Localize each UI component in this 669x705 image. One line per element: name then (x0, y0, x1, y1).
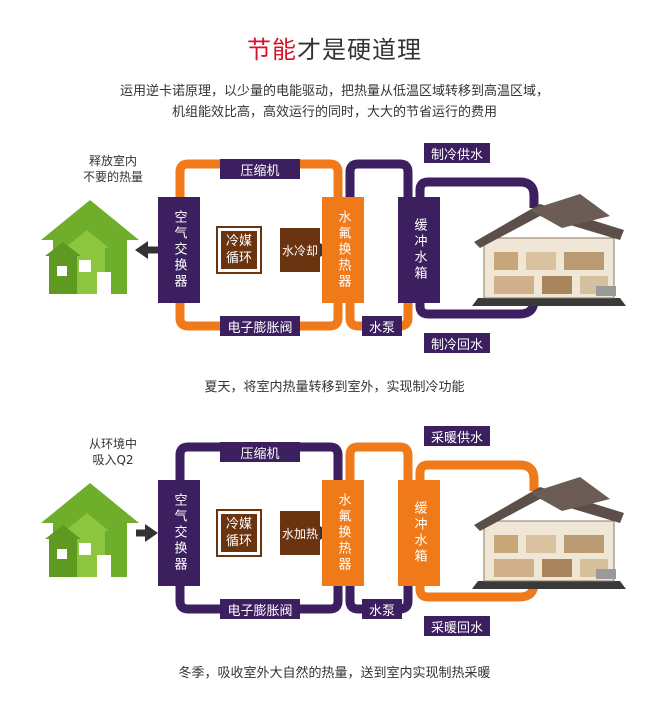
winter-left-label-1: 从环境中 (88, 437, 137, 451)
winter-return-label: 采暖回水 (424, 616, 490, 636)
summer-diagram: 释放室内 不要的热量 空气交换器 压缩机 电子膨胀阀 冷媒循环 水冷却 水氟换热… (0, 143, 669, 365)
winter-left-label: 从环境中 吸入Q2 (68, 436, 158, 468)
summer-compressor: 压缩机 (220, 159, 300, 179)
summer-expansion-valve: 电子膨胀阀 (220, 316, 300, 336)
page-title: 节能才是硬道理 (0, 30, 669, 65)
winter-air-exchanger: 空气交换器 (158, 480, 200, 586)
winter-villa-icon (472, 477, 626, 589)
winter-caption: 冬季，吸收室外大自然的热量，送到室内实现制热采暖 (178, 666, 491, 681)
summer-water-cooling: 水冷却 (280, 228, 320, 272)
summer-left-label-1: 释放室内 (88, 154, 137, 168)
subtitle-line-1: 运用逆卡诺原理，以少量的电能驱动，把热量从低温区域转移到高温区域， (119, 84, 549, 99)
summer-left-label: 释放室内 不要的热量 (68, 153, 158, 185)
summer-air-exchanger: 空气交换器 (158, 197, 200, 303)
winter-compressor: 压缩机 (220, 442, 300, 462)
summer-left-label-2: 不要的热量 (82, 170, 143, 184)
winter-buffer-tank: 缓冲水箱 (398, 480, 440, 586)
title-highlight: 节能 (247, 36, 297, 64)
subtitle-line-2: 机组能效比高，高效运行的同时，大大的节省运行的费用 (171, 105, 497, 120)
winter-diagram: 从环境中 吸入Q2 空气交换器 压缩机 电子膨胀阀 冷媒循环 水加热 水氟换热器… (0, 426, 669, 648)
summer-refrigerant-cycle: 冷媒循环 (216, 226, 262, 274)
summer-caption: 夏天，将室内热量转移到室外，实现制冷功能 (204, 380, 465, 395)
summer-buffer-tank: 缓冲水箱 (398, 197, 440, 303)
winter-supply-label: 采暖供水 (424, 426, 490, 446)
winter-expansion-valve: 电子膨胀阀 (220, 599, 300, 619)
winter-water-fluorine-exchanger: 水氟换热器 (322, 480, 364, 586)
winter-green-house-icon (41, 483, 139, 577)
title-rest: 才是硬道理 (297, 36, 422, 64)
summer-supply-label: 制冷供水 (424, 143, 490, 163)
winter-water-heating: 水加热 (280, 511, 320, 555)
winter-refrigerant-cycle: 冷媒循环 (216, 509, 262, 557)
summer-water-fluorine-exchanger: 水氟换热器 (322, 197, 364, 303)
summer-return-label: 制冷回水 (424, 333, 490, 353)
winter-pump: 水泵 (362, 599, 402, 619)
summer-pump: 水泵 (362, 316, 402, 336)
summer-refrigerant-label: 冷媒循环 (221, 231, 257, 269)
winter-left-label-2: 吸入Q2 (92, 453, 134, 467)
summer-villa-icon (472, 194, 626, 306)
winter-refrigerant-label: 冷媒循环 (221, 514, 257, 552)
summer-green-house-icon (41, 200, 139, 294)
